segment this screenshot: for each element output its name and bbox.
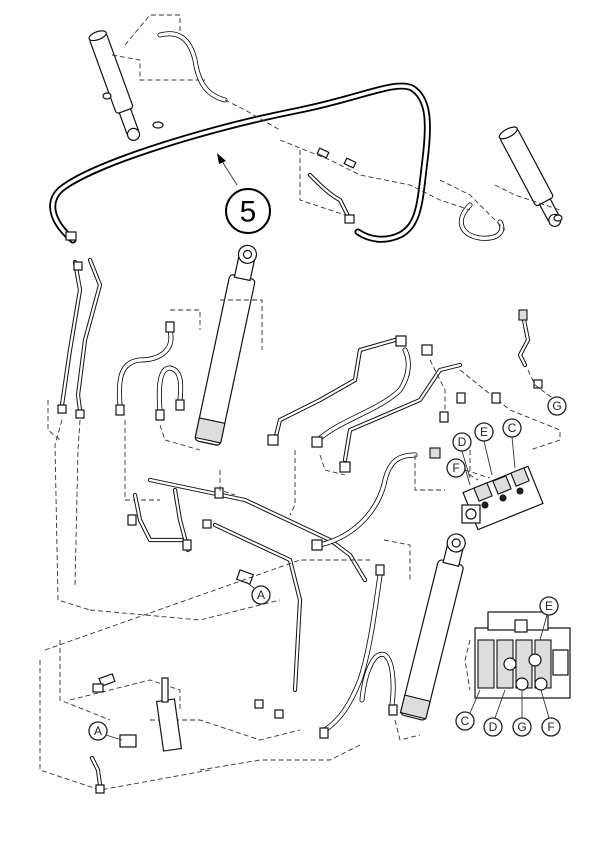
hose-loop-item-5 <box>49 82 431 244</box>
hose-to-valve <box>311 447 445 551</box>
detail-callout-C: C <box>461 714 470 728</box>
lift-cylinder-top-right <box>494 126 563 227</box>
lift-cylinder-top-left <box>88 14 205 141</box>
tube-assembly-center <box>127 470 368 693</box>
callout-C: C <box>508 421 517 435</box>
tilt-cylinder-center <box>194 244 263 446</box>
callout-D: D <box>458 435 467 449</box>
callout-G: G <box>552 399 561 413</box>
bottom-left-assembly <box>39 559 370 794</box>
detail-callout-D: D <box>489 720 498 734</box>
hose-top-left <box>157 31 281 131</box>
valve-callouts: D E C G F <box>446 396 567 486</box>
fitting-line-right <box>517 309 556 401</box>
tube-left-vertical <box>47 231 103 611</box>
tilt-cylinder-bottom-right <box>383 533 466 721</box>
fitting-callouts-A: A A <box>88 581 271 741</box>
callout-E: E <box>480 425 488 439</box>
callout-A-bottom: A <box>94 724 102 738</box>
detail-callout-F: F <box>547 720 554 734</box>
hoses-bottom-right <box>199 564 421 771</box>
control-valve <box>461 450 544 531</box>
valve-detail-view <box>464 611 571 699</box>
item-5-label: 5 <box>240 196 257 229</box>
small-fittings <box>439 392 501 423</box>
hose-top-right <box>439 179 506 241</box>
fittings-top-center <box>279 139 471 224</box>
detail-callout-G: G <box>517 720 526 734</box>
callout-F: F <box>452 461 459 475</box>
detail-callout-E: E <box>545 599 553 613</box>
hoses-center-left <box>115 309 201 501</box>
lines-to-valve <box>267 335 561 516</box>
item-5-callout: 5 <box>217 153 271 234</box>
callout-A-top: A <box>257 588 265 602</box>
valve-detail-callouts: E C D G F <box>455 596 561 737</box>
